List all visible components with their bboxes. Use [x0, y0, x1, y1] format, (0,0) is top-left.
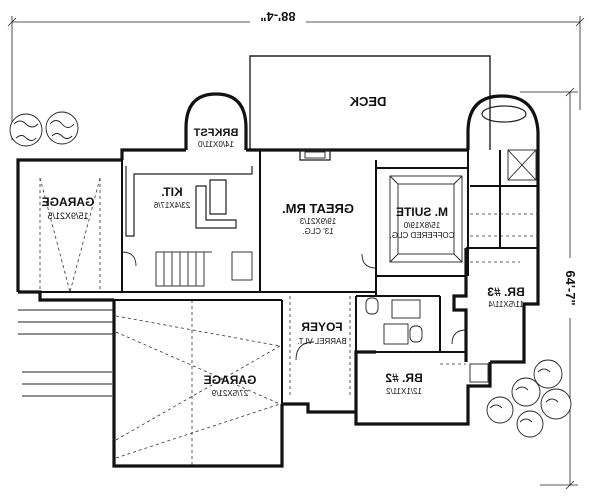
- m-suite-size: 15/8X19/0: [403, 221, 440, 230]
- foyer-label: FOYER: [301, 320, 343, 334]
- deck-label: DECK: [349, 94, 386, 109]
- m-suite-label: M. SUITE: [396, 205, 448, 219]
- exterior-walls: [16, 92, 540, 468]
- foyer-note: BARREL VLT.: [297, 337, 346, 346]
- br3-size: 11/5X11/4: [488, 300, 524, 309]
- garage-main-label: GARAGE: [204, 373, 257, 387]
- brkfst-label: BRKFST: [193, 127, 238, 139]
- depth-dimension: 64'-7": [563, 270, 578, 305]
- br2-label: BR. #2: [385, 371, 423, 385]
- kit-label: KIT.: [161, 185, 182, 199]
- great-rm-size: 19/9X21/3: [299, 217, 336, 226]
- great-rm-note: 13' CLG.: [302, 227, 333, 236]
- great-rm-label: GREAT RM.: [282, 201, 354, 216]
- room-labels: DECK BRKFST 14/0X11/0 GARAGE 15/9X21/5 K…: [42, 94, 525, 398]
- m-suite-note: COFFERED CLG.: [390, 231, 455, 240]
- interior-walls: [18, 150, 538, 404]
- fixtures: [18, 105, 538, 466]
- br3-label: BR. #3: [487, 285, 525, 299]
- deck: [249, 55, 491, 150]
- width-dimension: 88'-4": [260, 9, 295, 24]
- brkfst-size: 14/0X11/0: [198, 140, 234, 149]
- landscape-trees: [9, 111, 572, 438]
- garage-left-size: 15/9X21/5: [47, 211, 88, 221]
- br2-size: 12/1X11/2: [386, 387, 422, 396]
- kit-size: 23/4X17/6: [153, 201, 190, 210]
- dimension-lines: [7, 8, 585, 490]
- garage-left-label: GARAGE: [42, 195, 95, 209]
- garage-main-size: 27/5X21/9: [211, 389, 248, 398]
